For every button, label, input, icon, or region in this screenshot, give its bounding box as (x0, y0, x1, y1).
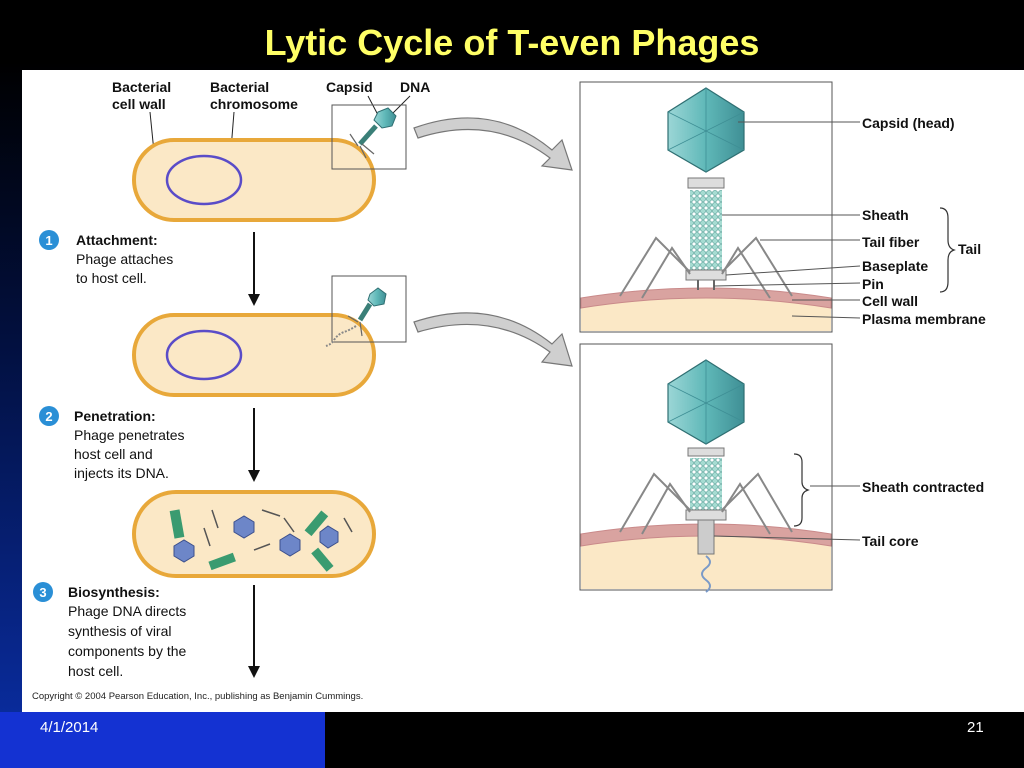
sheath-contracted-icon (690, 458, 722, 512)
footer-dark-area (325, 712, 1024, 768)
flow-arrow-1 (248, 232, 260, 306)
tail-core-icon (697, 519, 715, 555)
sheath-contracted-bracket (793, 453, 810, 527)
slide-page-number: 21 (967, 719, 984, 736)
dna-label: DNA (400, 79, 430, 95)
tail-fiber-label: Tail fiber (862, 234, 920, 250)
membrane-top (580, 287, 832, 309)
cell-wall-detail-label: Cell wall (862, 293, 918, 309)
dna-injection-icon (701, 555, 711, 593)
step-number-2: 2 (45, 409, 52, 424)
tail-fibers-icon (619, 236, 793, 299)
step-title-1: Attachment: (76, 232, 158, 248)
lytic-cycle-diagram: Bacterial cell wall Bacterial chromosome… (32, 79, 986, 702)
copyright-text: Copyright © 2004 Pearson Education, Inc.… (32, 691, 363, 702)
step-line: components by the (68, 643, 187, 659)
baseplate-label: Baseplate (862, 258, 928, 274)
phage-inset-2 (325, 275, 407, 347)
step-line: host cell. (68, 663, 123, 679)
chromosome-label-2: chromosome (210, 96, 298, 112)
flow-arrow-2 (248, 408, 260, 482)
phage-detail-contracted (579, 343, 833, 593)
step-line: to host cell. (76, 270, 147, 286)
step-title-3: Biosynthesis: (68, 584, 160, 600)
chromosome-2 (165, 329, 243, 381)
step-number-3: 3 (39, 585, 46, 600)
footer-bar (0, 712, 325, 768)
slide-date: 4/1/2014 (40, 719, 99, 736)
baseplate-icon (685, 269, 727, 281)
zoom-arrow-2 (413, 312, 573, 367)
step-number-1: 1 (45, 233, 52, 248)
sheath-label: Sheath (862, 207, 909, 223)
step-line: synthesis of viral (68, 623, 171, 639)
bacterial-cell-3 (132, 490, 376, 578)
step-line: Phage penetrates (74, 427, 185, 443)
flow-arrow-3 (248, 585, 260, 678)
detail-bottom-labels: Sheath contracted Tail core (713, 453, 984, 549)
sheath-contracted-label: Sheath contracted (862, 479, 984, 495)
cell-wall-label-1: Bacterial (112, 79, 171, 95)
tail-core-label: Tail core (862, 533, 919, 549)
plasma-membrane-label: Plasma membrane (862, 311, 986, 327)
step-line: Phage attaches (76, 251, 173, 267)
step-penetration: 2 Penetration: Phage penetrates host cel… (39, 406, 185, 481)
sheath-icon (690, 190, 722, 272)
viral-components (169, 509, 353, 572)
capsid-label: Capsid (326, 79, 373, 95)
slide-title: Lytic Cycle of T-even Phages (264, 22, 760, 63)
chromosome-1 (165, 154, 243, 206)
pin-label: Pin (862, 276, 884, 292)
step-line: host cell and (74, 446, 153, 462)
step-title-2: Penetration: (74, 408, 156, 424)
phage-capsid-icon (373, 107, 397, 129)
tail-label: Tail (958, 241, 981, 257)
step-line: Phage DNA directs (68, 603, 186, 619)
phage-detail-attached (579, 81, 833, 333)
cell-wall-label-2: cell wall (112, 96, 166, 112)
step-line: injects its DNA. (74, 465, 169, 481)
step-attachment: 1 Attachment: Phage attaches to host cel… (39, 230, 173, 286)
zoom-arrow-1 (413, 117, 573, 171)
step-badge-1 (39, 230, 59, 250)
bacterial-cell-2 (132, 313, 376, 397)
step-biosynthesis: 3 Biosynthesis: Phage DNA directs synthe… (33, 582, 187, 679)
diagram-panel: Bacterial cell wall Bacterial chromosome… (22, 70, 1024, 712)
chromosome-label-1: Bacterial (210, 79, 269, 95)
bacterial-cell-1 (132, 138, 376, 222)
step-badge-2 (39, 406, 59, 426)
step-badge-3 (33, 582, 53, 602)
phage-inset-1 (331, 104, 407, 170)
capsid-head-label: Capsid (head) (862, 115, 955, 131)
tail-bracket (939, 207, 956, 293)
detail-top-labels: Capsid (head) Sheath Tail fiber Baseplat… (713, 115, 986, 327)
